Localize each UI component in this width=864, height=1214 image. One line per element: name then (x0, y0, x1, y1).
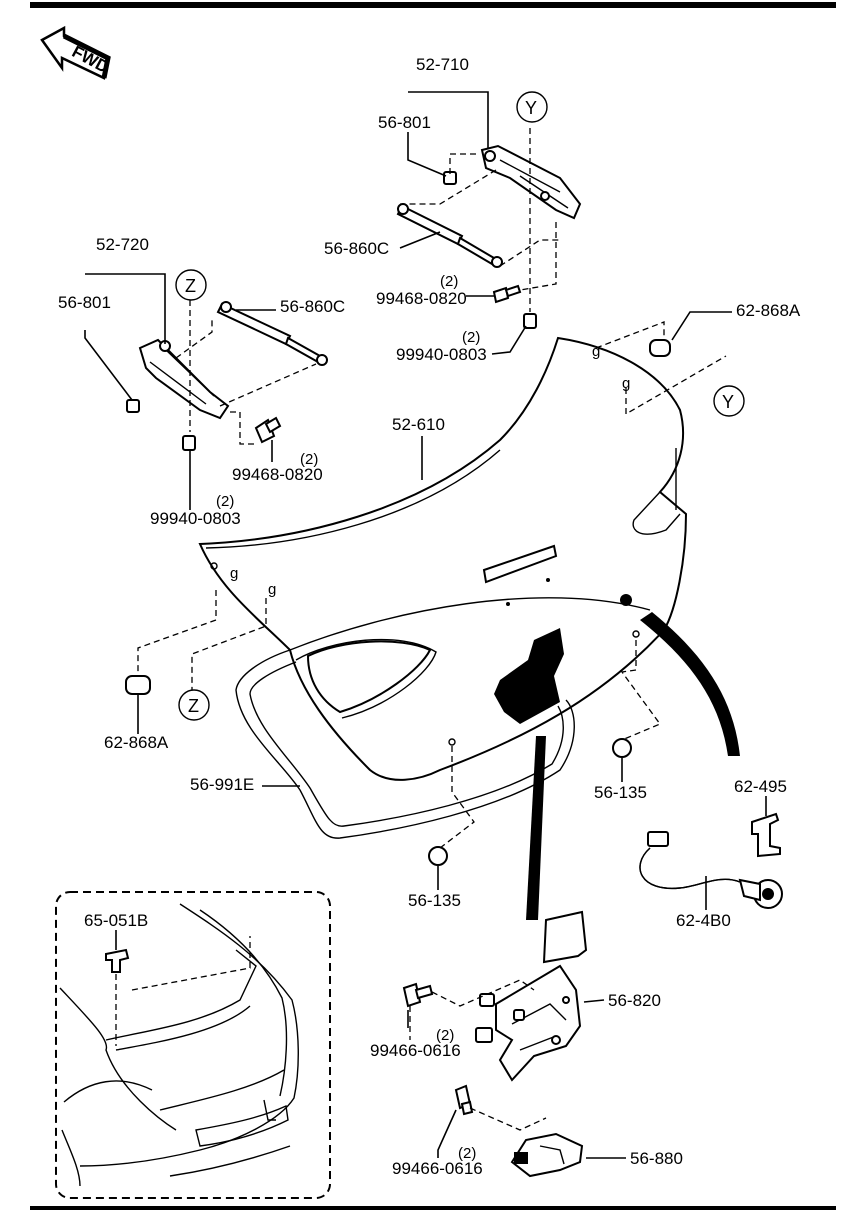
ref-marker-z-top: Z (175, 269, 207, 301)
inset-view (55, 891, 331, 1199)
label-62-868A-b: 62-868A (104, 733, 169, 752)
wire-harness (639, 812, 783, 909)
label-56-991E: 56-991E (190, 775, 254, 794)
label-56-135-b: 56-135 (408, 891, 461, 910)
qty-99466-b: (2) (458, 1145, 476, 1162)
label-99940-a: 99940-0803 (396, 345, 487, 364)
gas-strut-left (216, 301, 328, 366)
qty-99468-b: (2) (300, 451, 318, 468)
latch-assembly (475, 910, 588, 1082)
label-62-868A-a: 62-868A (736, 301, 801, 320)
qty-99940-a: (2) (462, 329, 480, 346)
top-border (30, 2, 836, 8)
qty-99940-b: (2) (216, 493, 234, 510)
weatherstrip (235, 649, 575, 839)
label-62-495: 62-495 (734, 777, 787, 796)
svg-text:ɡ: ɡ (230, 565, 238, 582)
label-99468-a: 99468-0820 (376, 289, 467, 308)
hinge-right-group (396, 128, 582, 329)
ref-marker-y-lid: Y (713, 385, 745, 417)
qty-99468-a: (2) (440, 273, 458, 290)
label-56-801-a: 56-801 (378, 113, 431, 132)
svg-text:Y: Y (722, 392, 734, 412)
bottom-border (30, 1206, 836, 1210)
lid-cable-center (526, 736, 546, 920)
label-52-610: 52-610 (392, 415, 445, 434)
label-56-820: 56-820 (608, 991, 661, 1010)
label-65-051B: 65-051B (84, 911, 148, 930)
fwd-arrow-icon: FWD (40, 25, 112, 80)
svg-text:Y: Y (525, 98, 537, 118)
label-56-135-a: 56-135 (594, 783, 647, 802)
labels: 52-710 56-801 56-860C (2) 99468-0820 (2)… (58, 55, 801, 1178)
label-99468-b: 99468-0820 (232, 465, 323, 484)
striker (510, 1132, 584, 1178)
label-99466-a: 99466-0616 (370, 1041, 461, 1060)
svg-text:ɡ: ɡ (268, 581, 276, 598)
lid-cable-right (640, 612, 740, 756)
ref-marker-y-top: Y (516, 91, 548, 123)
emblem-cutout (494, 628, 564, 724)
trunk-lid: ɡ ɡ ɡ ɡ (198, 336, 688, 781)
label-56-860C-a: 56-860C (324, 239, 389, 258)
label-62-4B0: 62-4B0 (676, 911, 731, 930)
label-56-801-b: 56-801 (58, 293, 111, 312)
svg-text:ɡ: ɡ (622, 375, 630, 392)
svg-text:Z: Z (188, 696, 199, 716)
qty-99466-a: (2) (436, 1027, 454, 1044)
label-52-720: 52-720 (96, 235, 149, 254)
hinge-left-group (126, 300, 328, 451)
gas-strut-right (396, 203, 503, 268)
ref-marker-z-lid: Z (178, 689, 210, 721)
svg-text:Z: Z (185, 276, 196, 296)
label-56-880: 56-880 (630, 1149, 683, 1168)
svg-text:ɡ: ɡ (592, 343, 600, 360)
label-99466-b: 99466-0616 (392, 1159, 483, 1178)
label-56-860C-b: 56-860C (280, 297, 345, 316)
label-99940-b: 99940-0803 (150, 509, 241, 528)
label-52-710: 52-710 (416, 55, 469, 74)
